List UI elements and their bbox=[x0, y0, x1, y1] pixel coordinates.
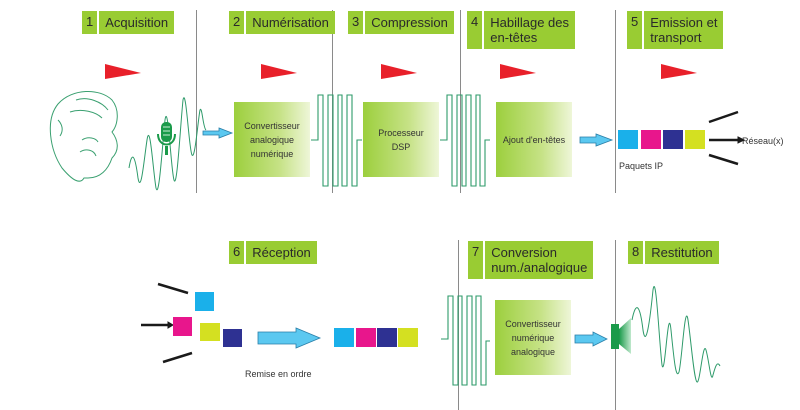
ordered-packet-cyan bbox=[334, 328, 354, 347]
ip-packet-cyan bbox=[618, 130, 638, 149]
speaker-icon bbox=[611, 318, 631, 354]
head-icon bbox=[49, 90, 118, 182]
incoming-arrow-icon bbox=[162, 351, 193, 364]
arrow-icon bbox=[574, 331, 608, 347]
networks-label: Réseau(x) bbox=[742, 136, 784, 146]
flag-icon bbox=[105, 64, 141, 79]
flag-icon bbox=[381, 64, 417, 79]
stage-1-header: 1 Acquisition bbox=[82, 11, 175, 34]
ip-packet-yellow bbox=[685, 130, 705, 149]
dsp-processor-block: Processeur DSP bbox=[363, 102, 439, 177]
stage-number: 1 bbox=[82, 11, 98, 34]
network-arrow-icon bbox=[708, 153, 739, 166]
flag-icon bbox=[661, 64, 697, 79]
stage-title: Acquisition bbox=[99, 11, 175, 34]
ordered-packet-navy bbox=[377, 328, 397, 347]
stage-number: 7 bbox=[468, 241, 484, 279]
ordered-packet-yellow bbox=[398, 328, 418, 347]
stage-4-header: 4 Habillage des en-têtes bbox=[467, 11, 576, 49]
stage-3-header: 3 Compression bbox=[348, 11, 454, 34]
stage-title: Compression bbox=[365, 11, 454, 34]
ordered-packet-magenta bbox=[356, 328, 376, 347]
reorder-label: Remise en ordre bbox=[245, 369, 312, 379]
digital-signal bbox=[440, 94, 490, 187]
output-sound-wave bbox=[631, 286, 721, 383]
ip-packet-navy bbox=[663, 130, 683, 149]
ip-packet-magenta bbox=[641, 130, 661, 149]
stage-title: Réception bbox=[246, 241, 317, 264]
digital-signal bbox=[441, 295, 490, 386]
stage-number: 2 bbox=[229, 11, 245, 34]
separator-3-4 bbox=[460, 10, 461, 193]
packet-magenta bbox=[173, 317, 192, 336]
packet-cyan bbox=[195, 292, 214, 311]
separator-1-2 bbox=[196, 10, 197, 193]
microphone-icon bbox=[157, 122, 176, 155]
stage-2-header: 2 Numérisation bbox=[229, 11, 335, 34]
flag-icon bbox=[500, 64, 536, 79]
stage-title: Habillage des en-têtes bbox=[484, 11, 576, 49]
ip-packets-label: Paquets IP bbox=[619, 161, 664, 171]
stage-number: 8 bbox=[628, 241, 644, 264]
stage-title: Conversion num./analogique bbox=[485, 241, 594, 279]
arrow-icon bbox=[202, 127, 234, 139]
stage-title: Restitution bbox=[645, 241, 719, 264]
stage-number: 6 bbox=[229, 241, 245, 264]
stage-number: 4 bbox=[467, 11, 483, 49]
incoming-arrow-icon bbox=[157, 282, 189, 295]
packet-navy bbox=[223, 329, 242, 347]
arrow-icon bbox=[579, 133, 614, 147]
adc-converter-block: Convertisseur analogique numérique bbox=[234, 102, 310, 177]
arrow-icon bbox=[257, 327, 322, 349]
separator-4-5 bbox=[615, 10, 616, 193]
flag-icon bbox=[261, 64, 297, 79]
stage-6-header: 6 Réception bbox=[229, 241, 317, 264]
stage-5-header: 5 Emission et transport bbox=[627, 11, 724, 49]
stage-8-header: 8 Restitution bbox=[628, 241, 719, 264]
dac-converter-block: Convertisseur numérique analogique bbox=[495, 300, 571, 375]
network-arrow-icon bbox=[708, 110, 739, 124]
stage-number: 3 bbox=[348, 11, 364, 34]
stage-number: 5 bbox=[627, 11, 643, 49]
digital-signal bbox=[311, 94, 362, 187]
stage-title: Numérisation bbox=[246, 11, 335, 34]
stage-title: Emission et transport bbox=[644, 11, 724, 49]
header-add-block: Ajout d'en-têtes bbox=[496, 102, 572, 177]
stage-7-header: 7 Conversion num./analogique bbox=[468, 241, 594, 279]
packet-yellow bbox=[200, 323, 220, 341]
